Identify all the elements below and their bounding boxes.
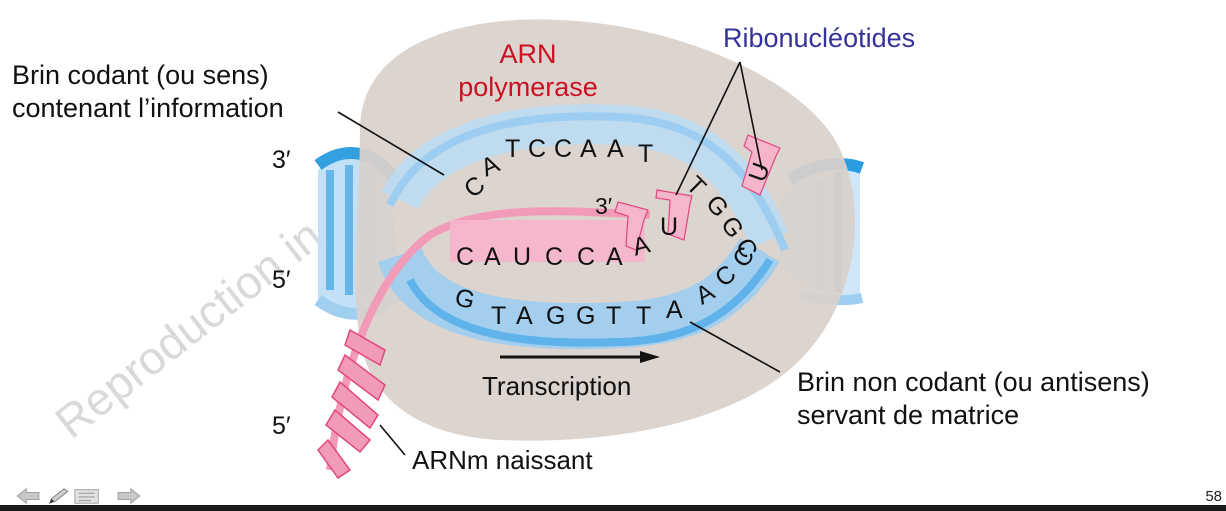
template-5-prime-end: 5′	[272, 266, 291, 294]
slide-navigation	[16, 487, 141, 505]
transcription-arrow	[500, 351, 660, 363]
base: U	[513, 243, 532, 271]
base: T	[505, 135, 521, 163]
base: T	[491, 302, 507, 330]
rna-polymerase-label: ARN polymerase	[448, 38, 608, 104]
coding-strand-label: Brin codant (ou sens) contenant l’inform…	[12, 59, 284, 125]
pen-icon[interactable]	[48, 488, 69, 504]
template-strand-label-line2: servant de matrice	[797, 400, 1020, 430]
page-number: 58	[1205, 488, 1222, 505]
transcription-label: Transcription	[482, 371, 632, 401]
mrna-label: ARNm naissant	[412, 445, 593, 475]
mrna-5-prime-end: 5′	[272, 412, 291, 440]
arrow-left-icon[interactable]	[16, 487, 40, 505]
base: U	[660, 213, 679, 241]
leader-lines	[337, 61, 781, 456]
base: C	[545, 243, 564, 271]
coding-strand	[382, 104, 789, 249]
footer-bar	[0, 505, 1226, 511]
base: A	[666, 296, 683, 324]
ribonucleotides-label: Ribonucléotides	[723, 23, 916, 53]
coding-strand-label-line2: contenant l’information	[12, 93, 284, 123]
mrna-tail	[317, 328, 386, 480]
base: C	[528, 135, 547, 163]
coding-strand-label-line1: Brin codant (ou sens)	[12, 60, 269, 90]
base: T	[638, 140, 654, 168]
base: C	[577, 243, 596, 271]
base: A	[516, 302, 533, 330]
template-strand	[378, 237, 780, 350]
rna-polymerase-label-line2: polymerase	[458, 72, 598, 102]
rna-3-prime-end: 3′	[595, 193, 613, 219]
base: T	[606, 302, 622, 330]
arrow-right-icon[interactable]	[117, 487, 141, 505]
coding-3-prime-end: 3′	[272, 146, 291, 174]
template-strand-label-line1: Brin non codant (ou antisens)	[797, 367, 1150, 397]
rna-polymerase-label-line1: ARN	[499, 39, 557, 69]
base: G	[576, 302, 596, 330]
base: G	[546, 302, 566, 330]
base: T	[636, 302, 652, 330]
base: C	[554, 135, 573, 163]
base: A	[606, 243, 623, 271]
base: A	[580, 135, 597, 163]
menu-icon[interactable]	[74, 489, 99, 504]
base: C	[456, 243, 475, 271]
base: A	[607, 135, 624, 163]
template-strand-label: Brin non codant (ou antisens) servant de…	[797, 366, 1150, 432]
base: A	[484, 243, 501, 271]
